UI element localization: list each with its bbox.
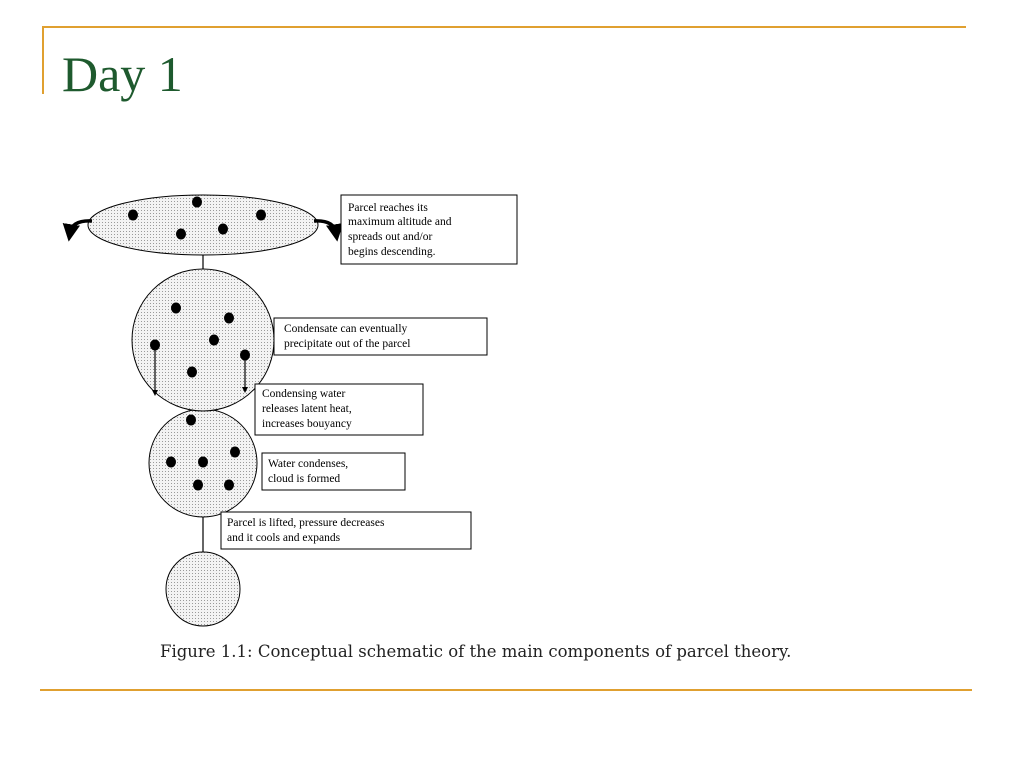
droplet <box>192 196 202 208</box>
label-box-condense <box>261 452 406 491</box>
droplet <box>230 446 240 458</box>
droplet <box>150 339 160 351</box>
droplet <box>198 456 208 468</box>
droplet <box>256 209 266 221</box>
droplet <box>218 223 228 235</box>
slide-title: Day 1 <box>62 46 183 102</box>
spread-arrow-right <box>313 219 344 242</box>
droplet <box>224 479 234 491</box>
label-box-top <box>340 194 518 265</box>
droplet <box>209 334 219 346</box>
bottom-accent-rule <box>40 689 972 691</box>
label-text-precipitate: Condensate can eventually precipitate ou… <box>284 323 410 350</box>
droplet <box>176 228 186 240</box>
droplet <box>171 302 181 314</box>
droplet <box>193 479 203 491</box>
label-text-lifted: Parcel is lifted, pressure decreases and… <box>227 517 387 544</box>
droplet <box>186 414 196 426</box>
droplet <box>128 209 138 221</box>
label-box-precipitate <box>273 317 488 356</box>
top-accent-rule <box>42 26 966 28</box>
label-text-condense: Water condenses, cloud is formed <box>268 458 351 485</box>
droplet <box>166 456 176 468</box>
droplet <box>187 366 197 378</box>
spreading-parcel-ellipse <box>87 194 319 256</box>
label-box-lifted <box>220 511 472 550</box>
droplet <box>240 349 250 361</box>
dry-parcel-circle <box>165 551 241 627</box>
label-text-latent-heat: Condensing water releases latent heat, i… <box>262 388 355 430</box>
droplet <box>224 312 234 324</box>
figure-caption: Figure 1.1: Conceptual schematic of the … <box>160 642 792 661</box>
spread-arrow-left <box>62 219 93 242</box>
left-accent-rule <box>42 26 44 94</box>
label-text-top: Parcel reaches its maximum altitude and … <box>348 202 454 258</box>
label-box-latent-heat <box>254 383 424 436</box>
